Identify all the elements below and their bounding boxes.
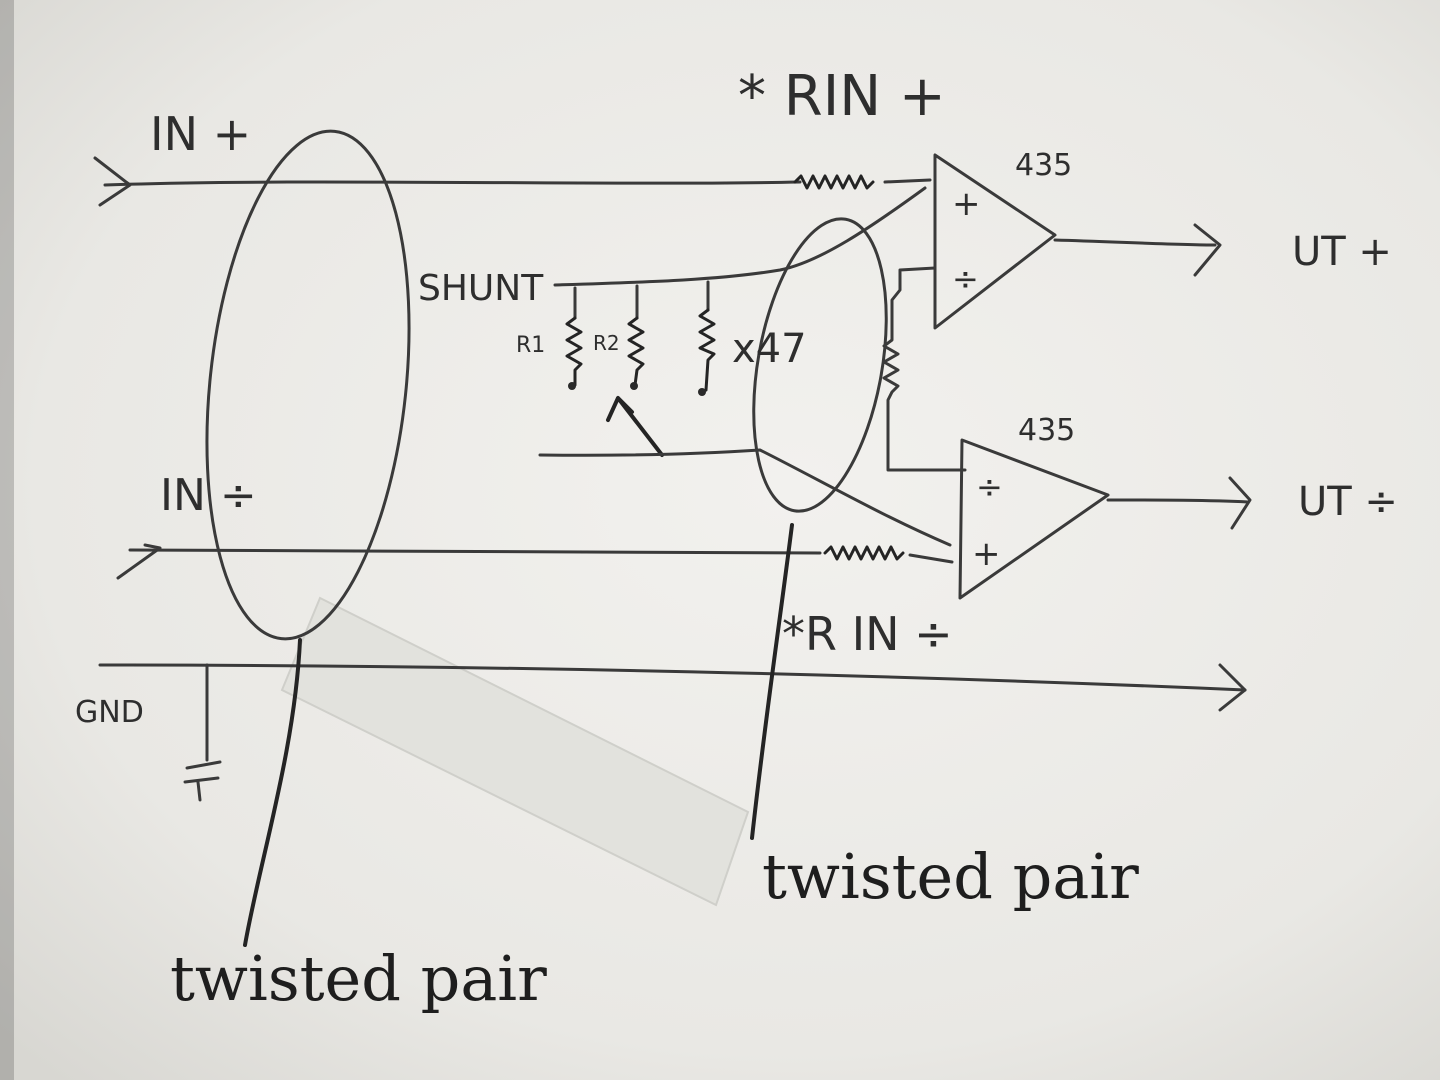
ground-symbol xyxy=(183,760,222,802)
resistor-rin-minus xyxy=(823,545,905,561)
resistor-rin-plus xyxy=(793,174,875,190)
label-r1: R1 xyxy=(516,333,545,358)
label-twisted-pair-right: twisted pair xyxy=(762,840,1139,913)
resistor-x47 xyxy=(698,308,716,392)
wire-in-plus xyxy=(93,156,932,207)
label-x47: x47 xyxy=(732,326,807,372)
twisted-pair-pointer-right xyxy=(750,523,794,840)
twisted-pair-loop-right xyxy=(752,217,888,513)
label-rin-minus: *R IN ÷ xyxy=(782,607,953,661)
label-in-minus: IN ÷ xyxy=(160,470,257,521)
label-gnd: GND xyxy=(75,695,144,730)
label-opamp-bottom: 435 xyxy=(1018,413,1075,448)
paper-edge-shadow xyxy=(0,0,14,1080)
label-out-plus: UT + xyxy=(1292,229,1392,275)
label-opamp-top: 435 xyxy=(1015,148,1072,183)
label-opamp-top-minus: ÷ xyxy=(952,260,979,298)
label-opamp-bottom-minus: ÷ xyxy=(976,468,1003,506)
resistor-r1 xyxy=(565,316,583,387)
selector-switch xyxy=(606,396,664,457)
twisted-pair-pointer-left xyxy=(243,638,302,947)
resistor-r2 xyxy=(627,316,645,387)
wire-gnd xyxy=(98,663,1247,802)
label-out-minus: UT ÷ xyxy=(1298,479,1398,525)
label-in-plus: IN + xyxy=(150,107,251,161)
opamp-bottom xyxy=(958,438,1252,600)
shunt-network xyxy=(538,186,952,547)
label-r2: R2 xyxy=(593,331,620,355)
label-opamp-bottom-plus: + xyxy=(972,534,1001,574)
feedback-resistor xyxy=(882,266,967,472)
masking-tape xyxy=(280,596,750,907)
label-shunt: SHUNT xyxy=(418,268,544,309)
twisted-pair-loop-left xyxy=(205,129,411,641)
opamp-top xyxy=(933,153,1222,330)
label-opamp-top-plus: + xyxy=(952,184,981,224)
label-rin-plus: * RIN + xyxy=(738,64,946,129)
label-twisted-pair-left: twisted pair xyxy=(170,942,547,1015)
wire-in-minus xyxy=(116,543,954,580)
